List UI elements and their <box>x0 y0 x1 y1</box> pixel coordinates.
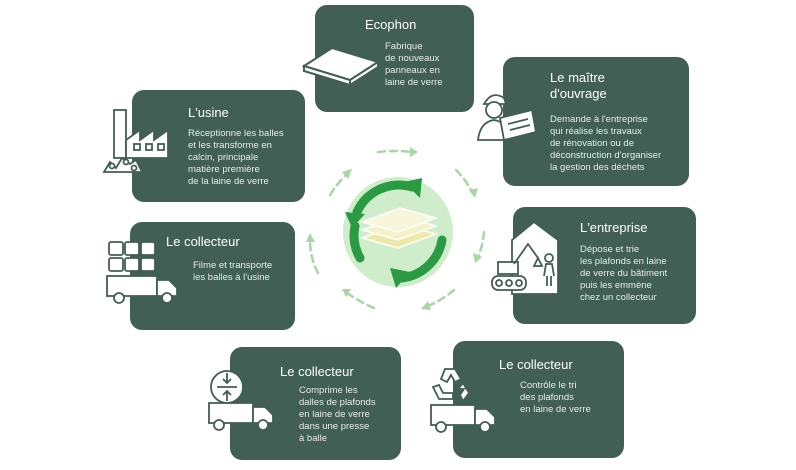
cycle-arrow-5 <box>345 291 376 310</box>
bales-truck-icon <box>103 240 185 308</box>
step-description: Contrôle le tri des plafonds en laine de… <box>520 380 591 415</box>
recycling-truck-icon <box>425 363 505 433</box>
arrowhead-7 <box>342 169 352 179</box>
arrowhead-4 <box>421 301 431 310</box>
step-description: Comprime les dalles de plafonds en laine… <box>299 385 376 444</box>
step-description: Demande à l'entreprise qui réalise les t… <box>550 114 662 173</box>
step-description: Réceptionne les balles et les transforme… <box>188 128 284 187</box>
step-title: Le collecteur <box>280 364 354 379</box>
cycle-arrow-2 <box>454 168 474 194</box>
step-card-collecteur-transport: Le collecteur Filme et transporte les ba… <box>130 222 295 330</box>
step-card-collecteur-compression: Le collecteur Comprime les dalles de pla… <box>230 347 401 460</box>
step-title: L'entreprise <box>580 220 648 235</box>
worker-blueprint-icon <box>470 88 540 148</box>
center-recycle-arrows <box>349 180 447 283</box>
step-title: Ecophon <box>365 17 417 32</box>
factory-icon <box>100 100 184 178</box>
step-title: Le collecteur <box>499 357 573 372</box>
step-title: Le maître d'ouvrage <box>550 70 607 101</box>
excavator-building-icon <box>486 218 566 296</box>
cycle-arrows <box>308 149 486 310</box>
cycle-arrow-7 <box>328 171 350 197</box>
step-description: Fabrique de nouveaux panneaux en laine d… <box>385 41 443 88</box>
cycle-arrow-3 <box>476 230 486 259</box>
press-truck-icon <box>205 365 285 433</box>
center-recycle-arrowheads <box>345 178 422 288</box>
arrowhead-1 <box>410 147 418 157</box>
cycle-arrow-1 <box>376 149 414 154</box>
step-card-collecteur-controle: Le collecteur Contrôle le tri des plafon… <box>453 341 624 458</box>
arrowhead-5 <box>342 289 351 297</box>
arrowhead-3 <box>473 253 482 263</box>
cycle-arrowheads <box>306 147 482 310</box>
step-title: L'usine <box>188 105 229 120</box>
step-description: Dépose et trie les plafonds en laine de … <box>580 244 668 303</box>
cycle-arrow-6 <box>308 238 320 275</box>
ceiling-panel-icon <box>301 38 382 88</box>
step-card-maitre-ouvrage: Le maître d'ouvrage Demande à l'entrepri… <box>503 57 689 186</box>
cycle-arrow-4 <box>426 288 456 308</box>
step-title: Le collecteur <box>166 234 240 249</box>
glass-wool-panels <box>359 207 439 249</box>
arrowhead-2 <box>469 188 478 198</box>
arrowhead-6 <box>306 233 315 242</box>
step-description: Filme et transporte les balles à l'usine <box>193 260 273 283</box>
